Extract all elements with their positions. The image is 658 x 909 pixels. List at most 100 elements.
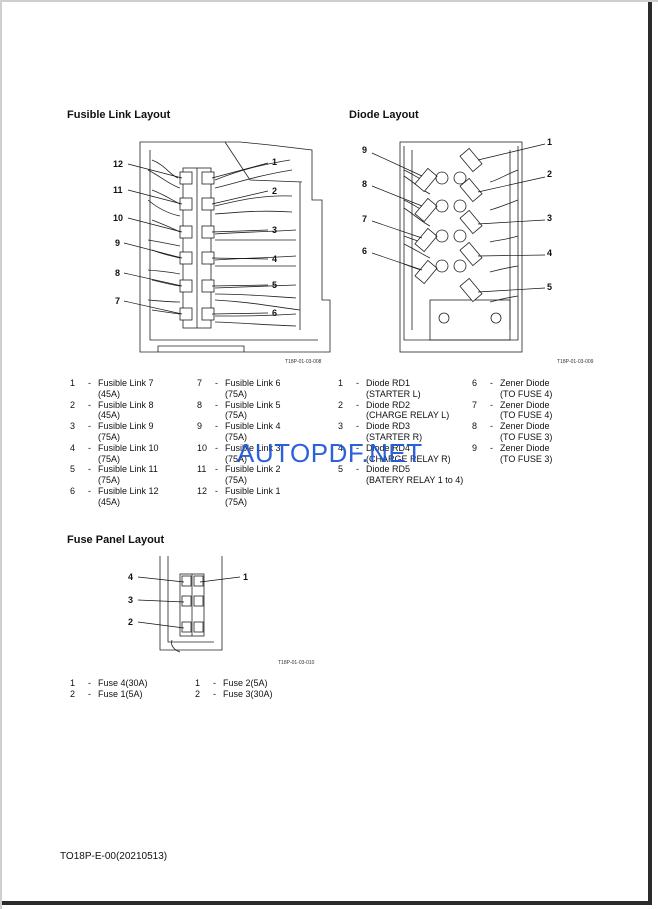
legend-name: Diode RD1 (366, 378, 411, 388)
document-code-footer: TO18P-E-00(20210513) (60, 851, 168, 862)
page-frame-left (0, 0, 2, 909)
legend-num: 1 (70, 378, 76, 388)
legend-name: Diode RD2 (366, 399, 411, 410)
fusible-link-title: Fusible Link Layout (67, 109, 171, 121)
legend-num: 9 (472, 442, 478, 453)
legend-num: 7 (472, 399, 478, 410)
legend-num: 2 (70, 399, 76, 410)
legend-num: 3 (70, 421, 76, 432)
legend-num: 5 (70, 464, 76, 475)
fusible-callout-8: 8 (115, 268, 121, 278)
legend-name: Zener Diode (500, 442, 550, 453)
fuse-callout-2: 2 (128, 617, 134, 627)
legend-name: Zener Diode (500, 378, 550, 388)
legend-name: Fuse 3(30A) (223, 688, 273, 699)
legend-num: 9 (197, 421, 203, 432)
diode-callout-2: 2 (547, 169, 553, 179)
fusible-callout-3: 3 (272, 225, 278, 235)
legend-name: Diode RD3 (366, 421, 411, 432)
legend-rating: (75A) (98, 431, 121, 442)
watermark-text: AUTOPDF.NET (237, 438, 423, 468)
fusible-legend-right: 7-Fusible Link 6 (75A) 8-Fusible Link 5 … (197, 378, 281, 507)
legend-name: Fusible Link 9 (98, 421, 154, 432)
legend-num: 4 (70, 442, 76, 453)
legend-name: Fusible Link 2 (225, 464, 281, 475)
legend-num: 8 (197, 399, 203, 410)
diode-layout-title: Diode Layout (349, 109, 419, 121)
legend-num: 2 (338, 399, 344, 410)
legend-name: Diode RD4 (366, 442, 411, 453)
legend-name: Zener Diode (500, 399, 550, 410)
legend-num: 1 (338, 378, 344, 388)
legend-rating: (75A) (225, 453, 248, 464)
fuse-callout-4: 4 (128, 572, 134, 582)
legend-name: Fusible Link 3 (225, 442, 281, 453)
legend-rating: (TO FUSE 4) (500, 410, 553, 421)
page-frame-top (0, 0, 658, 2)
legend-num: 10 (197, 442, 208, 453)
diode-callout-6: 6 (362, 246, 368, 256)
fusible-callout-4: 4 (272, 254, 278, 264)
legend-rating: (45A) (98, 388, 121, 399)
legend-num: 6 (472, 378, 478, 388)
legend-rating: (STARTER R) (366, 431, 423, 442)
legend-rating: (75A) (225, 475, 248, 486)
fusible-callout-9: 9 (115, 238, 121, 248)
diode-callout-3: 3 (547, 213, 553, 223)
fusible-callout-5: 5 (272, 280, 278, 290)
fusible-callout-10: 10 (113, 213, 124, 223)
legend-num: 8 (472, 421, 478, 432)
legend-rating: (CHARGE RELAY R) (366, 453, 451, 464)
legend-name: Fusible Link 1 (225, 485, 281, 496)
diode-callout-4: 4 (547, 248, 553, 258)
legend-name: Fusible Link 11 (98, 464, 158, 475)
legend-rating: (45A) (98, 410, 121, 421)
fuse-ref-code: T18P-01-03-010 (278, 660, 315, 666)
legend-rating: (TO FUSE 3) (500, 431, 553, 442)
legend-name: Fusible Link 6 (225, 378, 281, 388)
fuse-callout-3: 3 (128, 595, 134, 605)
diode-callout-8: 8 (362, 179, 368, 189)
legend-rating: (75A) (225, 431, 248, 442)
legend-name: Fusible Link 12 (98, 485, 159, 496)
legend-num: 6 (70, 485, 76, 496)
legend-name: Fuse 2(5A) (223, 678, 268, 688)
legend-rating: (75A) (225, 496, 248, 507)
legend-rating: (BATERY RELAY 1 to 4) (366, 475, 464, 486)
fusible-callout-6: 6 (272, 308, 278, 318)
legend-rating: (75A) (225, 388, 248, 399)
legend-num: 4 (338, 442, 344, 453)
legend-name: Fusible Link 5 (225, 399, 281, 410)
legend-num: 1 (195, 678, 201, 688)
legend-rating: (CHARGE RELAY L) (366, 410, 450, 421)
fuse-callout-1: 1 (243, 572, 249, 582)
legend-num: 5 (338, 464, 344, 475)
legend-rating: (TO FUSE 4) (500, 388, 553, 399)
fusible-callout-7: 7 (115, 296, 121, 306)
fusible-callout-12: 12 (113, 159, 124, 169)
legend-num: 1 (70, 678, 76, 688)
fuse-legend-left: 1-Fuse 4(30A) 2-Fuse 1(5A) (70, 678, 148, 699)
fusible-callout-1: 1 (272, 157, 278, 167)
diode-legend-left: 1-Diode RD1 (STARTER L) 2-Diode RD2 (CHA… (338, 378, 464, 486)
legend-name: Fusible Link 8 (98, 399, 154, 410)
legend-name: Fusible Link 7 (98, 378, 154, 388)
legend-num: 2 (70, 688, 76, 699)
legend-num: 12 (197, 485, 208, 496)
legend-name: Fusible Link 10 (98, 442, 159, 453)
legend-rating: (45A) (98, 496, 121, 507)
fuse-panel-title: Fuse Panel Layout (67, 534, 165, 546)
legend-rating: (75A) (225, 410, 248, 421)
legend-num: 11 (197, 464, 207, 475)
legend-num: 2 (195, 688, 201, 699)
diode-ref-code: T18P-01-03-009 (557, 359, 594, 365)
fusible-callout-11: 11 (113, 185, 123, 195)
legend-rating: (75A) (98, 453, 121, 464)
legend-name: Fusible Link 4 (225, 421, 281, 432)
legend-rating: (STARTER L) (366, 388, 421, 399)
legend-num: 7 (197, 378, 203, 388)
diode-legend-right: 6-Zener Diode (TO FUSE 4) 7-Zener Diode … (472, 378, 553, 464)
fusible-ref-code: T18P-01-03-008 (285, 359, 322, 365)
fuse-legend-right: 1-Fuse 2(5A) 2-Fuse 3(30A) (195, 678, 273, 699)
legend-rating: (TO FUSE 3) (500, 453, 553, 464)
